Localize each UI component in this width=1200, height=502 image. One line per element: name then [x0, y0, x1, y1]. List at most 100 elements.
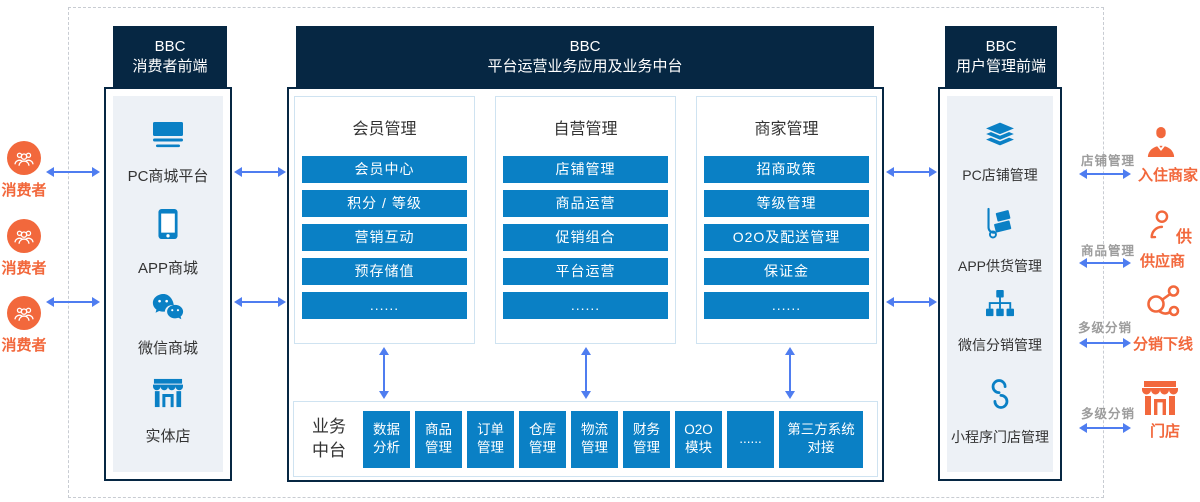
right-panel-item-label: 微信分销管理: [958, 337, 1042, 353]
module-button: ......: [503, 292, 668, 319]
supplier-person-icon: [1148, 209, 1174, 246]
left-panel-item-label: PC商城平台: [127, 168, 209, 185]
center-panel-title-line2: 平台运营业务应用及业务中台: [487, 58, 683, 75]
relation-label: 多级分销: [1081, 407, 1136, 421]
module-button: 等级管理: [704, 190, 869, 217]
left-panel-header: BBC 消费者前端: [113, 26, 227, 87]
double-arrow-horizontal: [46, 296, 100, 308]
double-arrow-horizontal: [234, 296, 286, 308]
layers-icon: [982, 120, 1018, 153]
entity-label: 分销下线: [1133, 336, 1194, 353]
module-button: 积分 / 等级: [302, 190, 467, 217]
module-button: 招商政策: [704, 156, 869, 183]
consumer-actor: 消费者: [0, 141, 48, 200]
right-panel-item-app-supply: APP供货管理: [938, 207, 1062, 276]
left-panel-item-physical-store: 实体店: [104, 378, 232, 446]
strip-label: 业务 中台: [312, 417, 346, 460]
left-panel-item-label: 微信商城: [137, 340, 198, 357]
module-button: 预存储值: [302, 258, 467, 285]
module-button: 营销互动: [302, 224, 467, 251]
left-panel-title-line2: 消费者前端: [132, 58, 208, 75]
left-panel-item-wechat-mall: 微信商城: [104, 293, 232, 358]
left-panel-item-label: 实体店: [145, 428, 191, 445]
business-middle-platform-strip: 业务 中台 数据 分析 商品 管理 订单 管理 仓库 管理 物流 管理 财务 管…: [293, 401, 878, 477]
entity-label: 门店: [1150, 423, 1181, 440]
consumer-label: 消费者: [1, 260, 47, 277]
consumer-label: 消费者: [1, 182, 47, 199]
double-arrow-vertical: [580, 347, 592, 399]
right-panel-body: [938, 87, 1062, 481]
center-panel-title-line1: BBC: [569, 37, 601, 55]
storefront-icon: [151, 378, 185, 413]
relation-label: 商品管理: [1081, 244, 1136, 258]
double-arrow-horizontal: [1079, 257, 1131, 269]
module-button: 会员中心: [302, 156, 467, 183]
left-panel-body: [104, 87, 232, 481]
consumers-group-icon: [7, 296, 41, 330]
platform-module: 仓库 管理: [519, 410, 566, 468]
consumers-group-icon: [7, 141, 41, 175]
platform-module: 订单 管理: [467, 410, 514, 468]
left-panel-inner: [113, 96, 223, 472]
handtruck-icon: [985, 207, 1015, 244]
column-merchant-management: 商家管理 招商政策 等级管理 O2O及配送管理 保证金 ......: [696, 96, 877, 344]
right-panel-item-miniprogram-store: 小程序门店管理: [938, 378, 1062, 447]
double-arrow-horizontal: [234, 166, 286, 178]
double-arrow-horizontal: [1079, 422, 1131, 434]
store-orange-icon: [1140, 380, 1180, 421]
double-arrow-horizontal: [886, 166, 937, 178]
dashed-boundary: [68, 7, 1104, 498]
platform-module: 商品 管理: [415, 410, 462, 468]
pc-monitor-icon: [152, 122, 184, 153]
left-panel-item-pc-mall: PC商城平台: [104, 122, 232, 186]
platform-module: O2O 模块: [675, 410, 722, 468]
left-panel-item-app-mall: APP商城: [104, 208, 232, 278]
consumers-group-icon: [7, 219, 41, 253]
relation-label: 店铺管理: [1081, 154, 1136, 168]
smartphone-icon: [158, 208, 178, 245]
consumer-actor: 消费者: [0, 296, 48, 355]
right-panel-item-label: PC店铺管理: [962, 167, 1038, 183]
column-member-management: 会员管理 会员中心 积分 / 等级 营销互动 预存储值 ......: [294, 96, 475, 344]
left-panel-title-line1: BBC: [154, 37, 186, 55]
platform-module: 第三方系统 对接: [779, 410, 863, 468]
platform-module: 财务 管理: [623, 410, 670, 468]
column-self-operated-management: 自营管理 店铺管理 商品运营 促销组合 平台运营 ......: [495, 96, 676, 344]
right-panel-item-pc-shop: PC店铺管理: [938, 120, 1062, 185]
module-button: ......: [704, 292, 869, 319]
right-panel-item-wechat-distribution: 微信分销管理: [938, 290, 1062, 355]
right-panel-item-label: APP供货管理: [957, 258, 1042, 274]
module-button: 店铺管理: [503, 156, 668, 183]
right-panel-inner: [947, 96, 1053, 472]
module-button: 平台运营: [503, 258, 668, 285]
sitemap-icon: [985, 290, 1015, 323]
entity-label: 供应商: [1140, 253, 1186, 270]
platform-module: ......: [727, 410, 774, 468]
column-title: 自营管理: [553, 121, 618, 138]
double-arrow-vertical: [378, 347, 390, 399]
left-panel-item-label: APP商城: [137, 260, 198, 277]
miniprogram-icon: [987, 378, 1013, 415]
double-arrow-vertical: [784, 347, 796, 399]
double-arrow-horizontal: [1079, 337, 1131, 349]
share-network-icon: [1145, 284, 1181, 325]
column-title: 会员管理: [352, 121, 417, 138]
relation-label: 多级分销: [1078, 321, 1133, 335]
wechat-icon: [152, 293, 184, 325]
platform-module: 物流 管理: [571, 410, 618, 468]
consumer-actor: 消费者: [0, 219, 48, 278]
right-panel-title-line1: BBC: [985, 37, 1017, 55]
entity-label: 入住商家: [1138, 167, 1199, 184]
column-title: 商家管理: [754, 121, 819, 138]
platform-module: 数据 分析: [363, 410, 410, 468]
merchant-person-icon: [1146, 126, 1176, 163]
module-button: O2O及配送管理: [704, 224, 869, 251]
right-panel-title-line2: 用户管理前端: [955, 58, 1046, 75]
module-button: 商品运营: [503, 190, 668, 217]
right-panel-header: BBC 用户管理前端: [945, 26, 1057, 87]
double-arrow-horizontal: [1079, 168, 1131, 180]
module-button: 保证金: [704, 258, 869, 285]
double-arrow-horizontal: [886, 296, 937, 308]
right-panel-item-label: 小程序门店管理: [951, 429, 1049, 445]
